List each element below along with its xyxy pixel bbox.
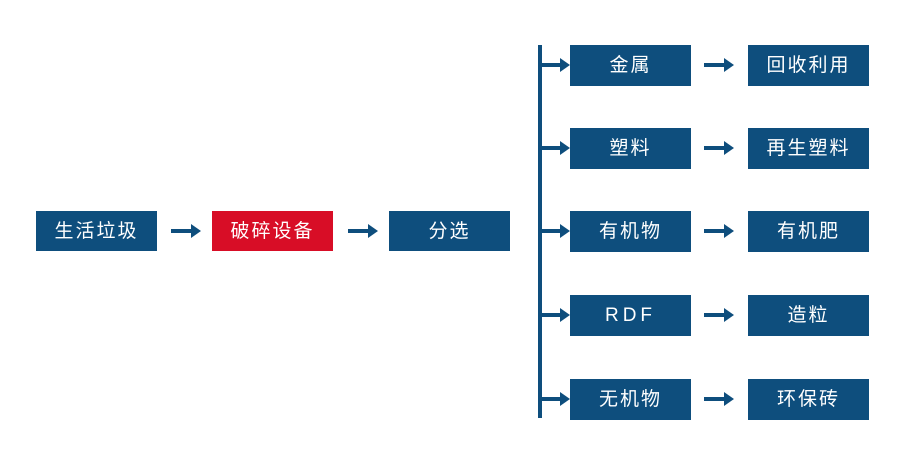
- node-label: 无机物: [598, 389, 662, 410]
- node-label: 破碎设备: [230, 220, 315, 242]
- node-fraction-inorganic[interactable]: 无机物: [570, 379, 691, 420]
- node-product-recycled-plastic[interactable]: 再生塑料: [748, 128, 869, 169]
- node-label: 环保砖: [776, 389, 840, 410]
- node-fraction-metal[interactable]: 金属: [570, 45, 691, 86]
- node-product-pelletizing[interactable]: 造粒: [748, 295, 869, 336]
- node-product-organic-fertilizer[interactable]: 有机肥: [748, 211, 869, 252]
- node-fraction-plastic[interactable]: 塑料: [570, 128, 691, 169]
- arrow-plastic-to-recycled-plastic: [701, 138, 737, 158]
- arrow-metal-to-recycling: [701, 55, 737, 75]
- node-label: RDF: [604, 305, 657, 326]
- node-fraction-organic[interactable]: 有机物: [570, 211, 691, 252]
- branch-connector-inorganic: [540, 389, 570, 409]
- node-product-eco-brick[interactable]: 环保砖: [748, 379, 869, 420]
- node-label: 生活垃圾: [54, 220, 139, 242]
- node-label: 再生塑料: [766, 138, 851, 159]
- arrow-organic-to-fertilizer: [701, 221, 737, 241]
- branch-connector-organic: [540, 221, 570, 241]
- node-label: 造粒: [787, 305, 830, 326]
- node-input-household-waste[interactable]: 生活垃圾: [36, 211, 157, 251]
- arrow-inorganic-to-eco-brick: [701, 389, 737, 409]
- node-product-recycling[interactable]: 回收利用: [748, 45, 869, 86]
- node-sorting[interactable]: 分选: [389, 211, 510, 251]
- branch-connector-rdf: [540, 305, 570, 325]
- arrow-input-to-crusher: [168, 217, 204, 245]
- node-label: 塑料: [609, 138, 652, 159]
- node-label: 金属: [609, 55, 652, 76]
- arrow-rdf-to-pelletizing: [701, 305, 737, 325]
- node-crushing-equipment[interactable]: 破碎设备: [212, 211, 333, 251]
- arrow-crusher-to-sorting: [345, 217, 381, 245]
- node-fraction-rdf[interactable]: RDF: [570, 295, 691, 336]
- node-label: 分选: [428, 220, 471, 242]
- node-label: 有机物: [598, 221, 662, 242]
- branch-connector-plastic: [540, 138, 570, 158]
- node-label: 回收利用: [766, 55, 851, 76]
- node-label: 有机肥: [776, 221, 840, 242]
- branch-connector-metal: [540, 55, 570, 75]
